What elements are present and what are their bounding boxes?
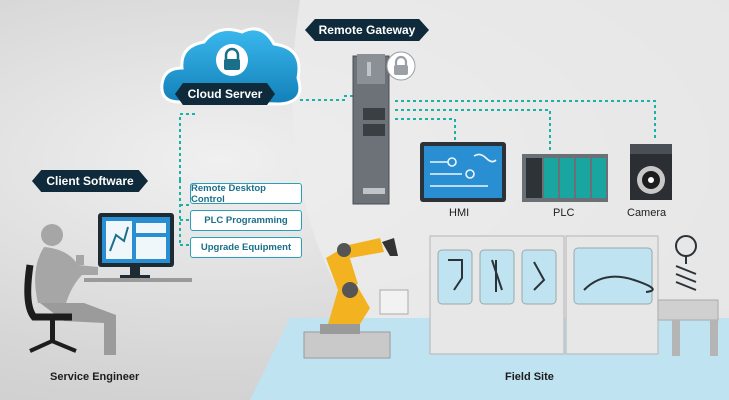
robot-arm — [303, 238, 409, 359]
service-engineer-caption: Service Engineer — [50, 371, 140, 383]
link-gateway-camera — [395, 100, 656, 140]
link-client-cloud — [179, 113, 198, 180]
gateway-device — [352, 51, 416, 205]
link-gateway-plc — [395, 109, 551, 152]
plc-label: PLC — [553, 207, 575, 219]
link-gateway-hmi — [395, 118, 456, 140]
function-upgrade-equipment: Upgrade Equipment — [190, 237, 302, 258]
client-software-label: Client Software — [32, 170, 148, 192]
camera-label: Camera — [627, 207, 667, 219]
lock-icon — [216, 44, 248, 76]
hmi-device — [420, 142, 506, 202]
remote-gateway-label: Remote Gateway — [305, 19, 429, 41]
cloud-server-label: Cloud Server — [175, 83, 275, 105]
cloud-icon — [160, 27, 302, 106]
gateway-lock-icon — [386, 51, 416, 81]
service-engineer-figure — [24, 213, 192, 355]
function-remote-desktop: Remote Desktop Control — [190, 183, 302, 205]
plc-device — [522, 154, 608, 202]
function-plc-programming: PLC Programming — [190, 210, 302, 231]
hmi-label: HMI — [449, 207, 470, 219]
field-site-caption: Field Site — [505, 371, 554, 383]
production-machine — [429, 235, 719, 356]
camera-device — [630, 144, 672, 200]
